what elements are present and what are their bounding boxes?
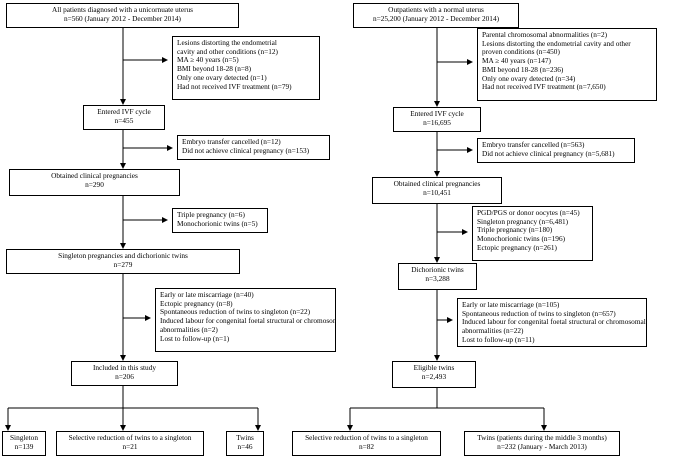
box-text-line: n=2,493 (421, 371, 447, 381)
box-text-line: Selective reduction of twins to a single… (68, 433, 192, 442)
box-text-line: Lost to follow-up (n=11) (462, 334, 535, 344)
box-text-line: n=16,695 (423, 117, 451, 127)
box-text-line: BMI beyond 18-28 (n=8) (177, 64, 252, 74)
box-text-line: Early or late miscarriage (n=105) (462, 300, 560, 309)
box-text-line: n=46 (237, 441, 253, 451)
box-text-line: Triple pregnancy (n=180) (477, 225, 553, 235)
box-text-line: Lesions distorting the endometrial cavit… (482, 38, 631, 48)
box-text-line: Induced labour for congenital foetal str… (160, 316, 336, 326)
box-text-line: n=455 (114, 115, 134, 125)
box-text-line: MA ≥ 40 years (n=147) (482, 56, 551, 66)
box-text-line: All patients diagnosed with a unicornuat… (51, 5, 194, 14)
box-text-line: Parental chromosomal abnormalities (n=2) (482, 30, 608, 39)
box-text-line: Monochorionic twins (n=196) (477, 234, 566, 244)
box-text-line: abnormalities (n=2) (160, 324, 218, 334)
box-text-line: proven conditions (n=450) (482, 47, 560, 57)
box-text-line: Monochorionic twins (n=5) (177, 218, 258, 228)
box-text-line: n=232 (January - March 2013) (497, 441, 587, 451)
right-exclusion-box-4: Early or late miscarriage (n=105)Spontan… (457, 298, 647, 347)
box-text-line: Embryo transfer cancelled (n=563) (482, 140, 585, 149)
box-text-line: abnormalities (n=22) (462, 326, 524, 336)
box-text-line: Only one ovary detected (n=1) (177, 72, 267, 82)
box-text-line: Twins (236, 433, 254, 442)
box-text-line: Spontaneous reduction of twins to single… (462, 308, 616, 318)
box-text-line: Eligible twins (413, 363, 455, 372)
left-exclusion-box-3: Triple pregnancy (n=6)Monochorionic twin… (172, 208, 268, 233)
box-text-line: n=206 (115, 371, 134, 381)
box-text-line: Did not achieve clinical pregnancy (n=5,… (482, 148, 615, 158)
box-text-line: Did not achieve clinical pregnancy (n=15… (182, 145, 310, 155)
box-text-line: Induced labour for congenital foetal str… (462, 317, 646, 327)
box-text-line: Ectopic pregnancy (n=261) (477, 242, 557, 252)
box-text-line: MA ≥ 40 years (n=5) (177, 55, 239, 65)
left-selective-reduction-box: Selective reduction of twins to a single… (56, 431, 204, 456)
box-text-line: Singleton pregnancy (n=6,481) (477, 216, 569, 226)
right-twins-box: Twins (patients during the middle 3 mont… (464, 431, 620, 456)
box-text-line: Entered IVF cycle (97, 107, 151, 116)
box-text-line: n=3,288 (425, 273, 450, 283)
box-text-line: Outpatients with a normal uterus (388, 5, 484, 14)
box-text-line: Obtained clinical pregnancies (393, 179, 481, 188)
box-text-line: Had not received IVF treatment (n=7,650) (482, 82, 606, 92)
right-selective-reduction-box: Selective reduction of twins to a single… (292, 431, 441, 456)
right-exclusion-box-2: Embryo transfer cancelled (n=563)Did not… (477, 138, 635, 163)
left-exclusion-box-4: Early or late miscarriage (n=40)Ectopic … (155, 288, 336, 352)
box-text-line: Ectopic pregnancy (n=8) (160, 298, 233, 308)
box-text-line: Twins (patients during the middle 3 mont… (477, 433, 607, 442)
box-text-line: cavity and other conditions (n=12) (177, 46, 278, 56)
box-text-line: Lesions distorting the endometrial (177, 38, 277, 47)
box-text-line: n=25,200 (January 2012 - December 2014) (372, 13, 500, 23)
right-exclusion-box-1: Parental chromosomal abnormalities (n=2)… (477, 28, 657, 101)
box-text-line: Singleton pregnancies and dichorionic tw… (58, 251, 188, 260)
box-text-line: Had not received IVF treatment (n=79) (177, 81, 292, 91)
box-text-line: n=290 (85, 179, 104, 189)
box-text-line: n=82 (358, 441, 375, 451)
right-exclusion-box-3: PGD/PGS or donor oocytes (n=45)Singleton… (472, 206, 593, 261)
box-text-line: Included in this study (92, 363, 157, 372)
box-text-line: PGD/PGS or donor oocytes (n=45) (477, 208, 580, 217)
box-text-line: Only one ovary detected (n=34) (482, 73, 576, 83)
box-text-line: n=279 (113, 259, 133, 269)
left-singleton-dichorionic-box: Singleton pregnancies and dichorionic tw… (6, 249, 240, 274)
left-exclusion-box-2: Embryo transfer cancelled (n=12)Did not … (177, 135, 330, 160)
box-text-line: n=139 (14, 441, 34, 451)
left-start-box: All patients diagnosed with a unicornuat… (6, 3, 239, 28)
box-text-line: Entered IVF cycle (410, 109, 464, 118)
box-text-line: Early or late miscarriage (n=40) (160, 290, 254, 299)
box-text-line: Embryo transfer cancelled (n=12) (182, 137, 281, 146)
box-text-line: Triple pregnancy (n=6) (177, 210, 245, 219)
box-text-line: BMI beyond 18-28 (n=236) (482, 64, 564, 74)
box-text-line: Lost to follow-up (n=1) (160, 333, 230, 343)
box-text-line: Spontaneous reduction of twins to single… (160, 307, 311, 317)
box-text-line: n=21 (122, 441, 138, 451)
box-text-line: Singleton (10, 433, 38, 442)
box-text-line: Selective reduction of twins to a single… (305, 433, 428, 442)
box-text-line: n=560 (January 2012 - December 2014) (64, 13, 181, 23)
box-text-line: n=10,451 (423, 187, 451, 197)
box-text-line: Dichorionic twins (411, 265, 464, 274)
box-text-line: Obtained clinical pregnancies (51, 171, 138, 180)
